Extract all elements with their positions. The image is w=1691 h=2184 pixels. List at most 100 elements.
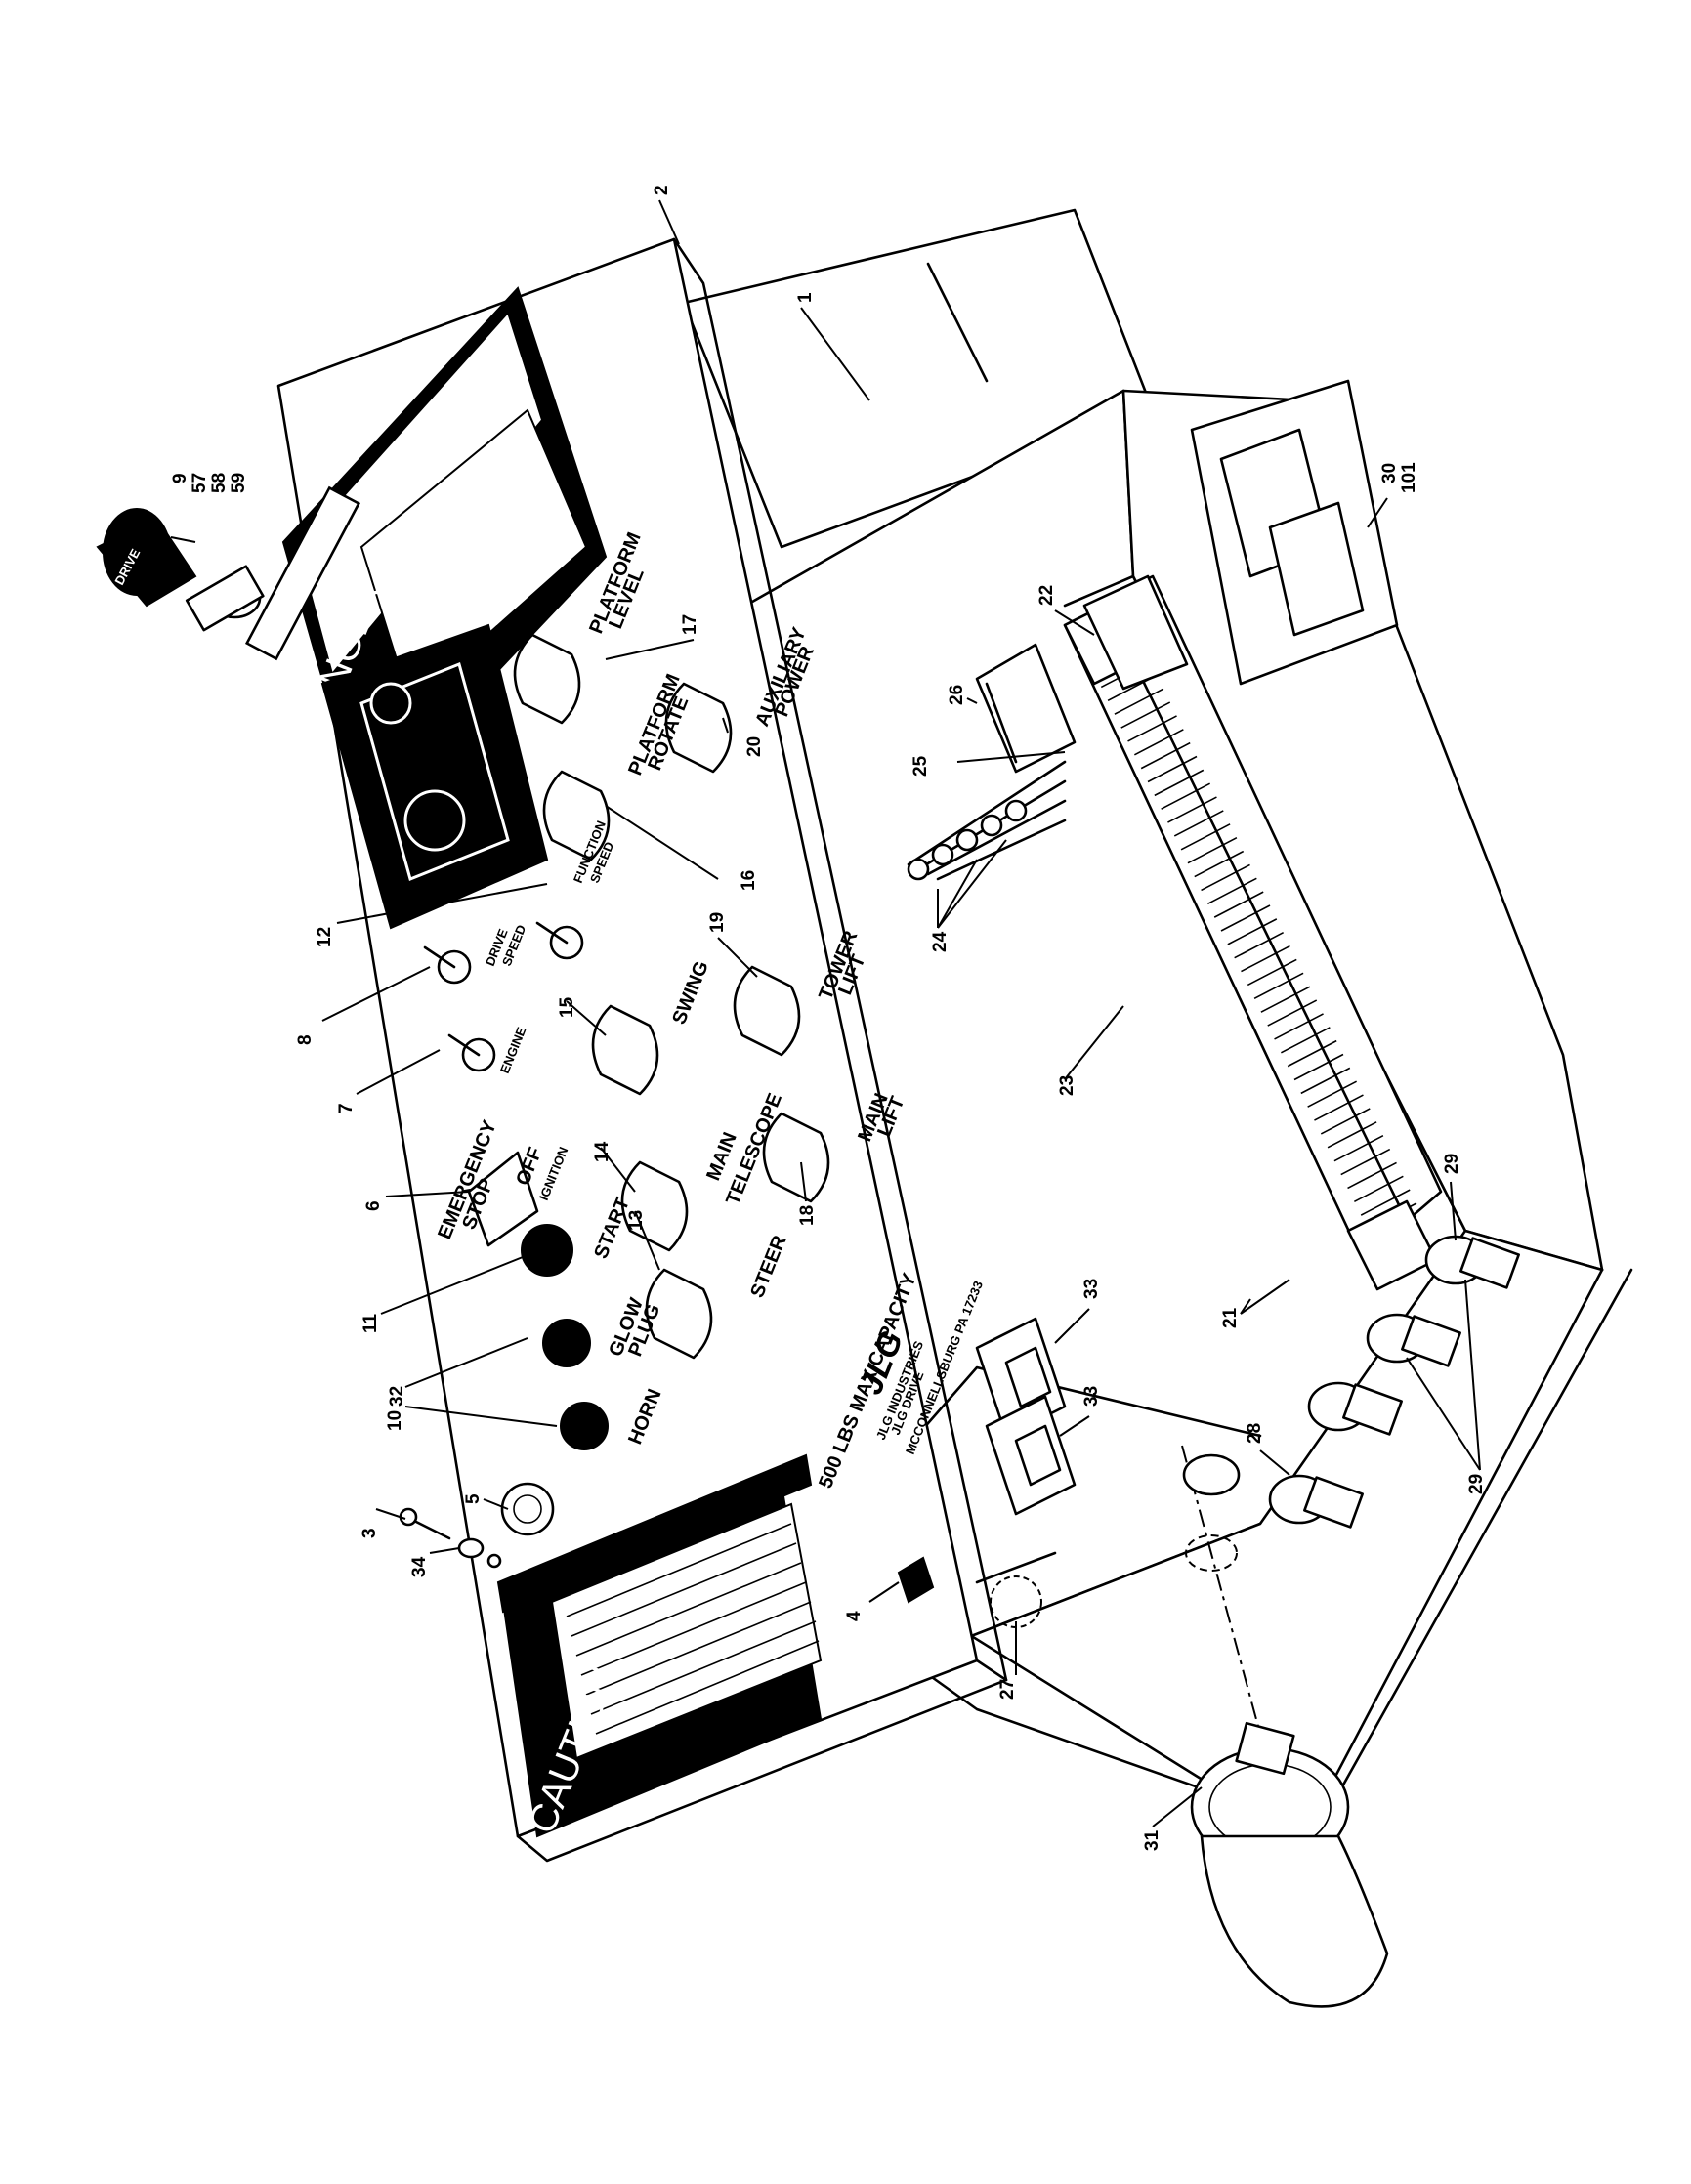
terminal-block (1241, 945, 1290, 973)
terminal-block (1120, 701, 1171, 729)
platform-level-switch (513, 633, 581, 725)
auxiliary-power-switch (664, 682, 733, 774)
callout-24: 24 (930, 931, 951, 952)
main-telescope-switch (620, 1160, 689, 1252)
terminal-block (1360, 1189, 1411, 1216)
terminal-block (1353, 1175, 1404, 1202)
terminal-strip (1063, 574, 1443, 1291)
terminal-block (1154, 769, 1205, 797)
callout-6: 6 (363, 1200, 384, 1211)
terminal-block (1140, 741, 1191, 770)
callout-26: 26 (947, 685, 967, 705)
gland-29c (1424, 1235, 1520, 1289)
callout-23: 23 (1057, 1075, 1078, 1096)
terminal-block (1201, 863, 1250, 892)
callout-14: 14 (592, 1141, 613, 1162)
tower-lift-switch (733, 965, 801, 1057)
gland-28 (1268, 1474, 1364, 1529)
callout-32: 32 (387, 1386, 407, 1407)
terminal-block (1327, 1121, 1377, 1149)
indicator-lamp (500, 1482, 555, 1536)
terminal-block (1287, 1039, 1337, 1068)
terminal-block (1220, 904, 1271, 932)
caution-decal: CAUTION (496, 1453, 823, 1839)
drive-joystick-handle: DRIVE (96, 485, 361, 661)
gland-29a (1307, 1381, 1403, 1436)
ignition-key-switch (467, 1151, 539, 1247)
callout-30: 30 (1379, 463, 1400, 483)
callout-17: 17 (680, 614, 700, 635)
terminal-block (1267, 999, 1318, 1027)
callout-9: 9 (170, 473, 190, 483)
relay-26 (975, 643, 1077, 774)
callout-12: 12 (315, 927, 335, 947)
terminal-block (1234, 932, 1285, 959)
callout-59: 59 (229, 473, 249, 493)
callout-numbers: 2 1 3 4 5 6 7 8 9 57 58 59 10 11 12 13 1… (170, 185, 1487, 1851)
terminal-block (1133, 729, 1184, 756)
callout-13: 13 (626, 1210, 647, 1231)
callout-33-top: 33 (1081, 1279, 1102, 1299)
callout-33-bottom: 33 (1081, 1386, 1102, 1407)
terminal-block (1147, 755, 1198, 783)
relay-block (1082, 574, 1189, 691)
terminal-block (1206, 877, 1257, 904)
function-speed-toggle-switch (535, 921, 584, 960)
callout-5: 5 (463, 1493, 484, 1504)
terminal-block (1260, 986, 1311, 1013)
terminal-block (1300, 1067, 1351, 1095)
callout-2: 2 (652, 185, 672, 195)
callout-4: 4 (844, 1611, 865, 1621)
terminal-block (1180, 823, 1231, 851)
engine-toggle-switch (447, 1033, 496, 1072)
callout-19: 19 (707, 912, 728, 933)
drive-speed-toggle-switch (423, 945, 472, 985)
relay-pair-33 (975, 1317, 1077, 1516)
steer-switch (645, 1268, 713, 1360)
emergency-stop-button (521, 1224, 573, 1277)
terminal-block (1253, 972, 1304, 1000)
panel-buttons (423, 921, 609, 1536)
callout-22: 22 (1036, 585, 1057, 606)
callout-25: 25 (910, 755, 931, 777)
callout-3: 3 (359, 1528, 380, 1538)
callout-7: 7 (336, 1103, 357, 1113)
mounting-hardware (907, 760, 1067, 881)
terminal-block (1227, 918, 1278, 945)
joystick-housing (320, 623, 549, 930)
callout-8: 8 (295, 1034, 316, 1045)
terminal-block (1114, 688, 1164, 715)
callout-29-top: 29 (1442, 1154, 1462, 1174)
terminal-block (1307, 1080, 1358, 1108)
terminal-block (1167, 796, 1217, 823)
terminal-block (1194, 850, 1245, 878)
terminal-block (1340, 1148, 1391, 1176)
gland-29b (1366, 1313, 1461, 1367)
callout-11: 11 (360, 1313, 381, 1333)
terminal-block (1347, 1161, 1397, 1190)
callout-20: 20 (744, 736, 765, 757)
callout-10: 10 (385, 1410, 405, 1431)
callout-15: 15 (557, 996, 577, 1018)
main-lift-switch (762, 1112, 830, 1203)
leader-lines (170, 199, 1481, 1827)
terminal-block (1274, 1013, 1324, 1040)
rocker-switches (513, 633, 830, 1360)
terminal-block (1127, 715, 1177, 742)
horn-button (560, 1402, 609, 1450)
terminal-block (1280, 1027, 1331, 1054)
callout-57: 57 (190, 473, 210, 493)
callout-21: 21 (1220, 1307, 1241, 1328)
screw-and-washer (399, 1507, 502, 1569)
glow-plug-button (542, 1319, 591, 1367)
terminal-block (1247, 958, 1297, 987)
terminal-block (1213, 891, 1264, 918)
circuit-breaker-block (1190, 379, 1399, 686)
large-knob-31 (1181, 1445, 1389, 2008)
platform-rotate-switch (542, 770, 611, 861)
terminal-block (1161, 782, 1211, 810)
mounting-bracket (897, 1556, 935, 1604)
terminal-block (1187, 836, 1238, 864)
